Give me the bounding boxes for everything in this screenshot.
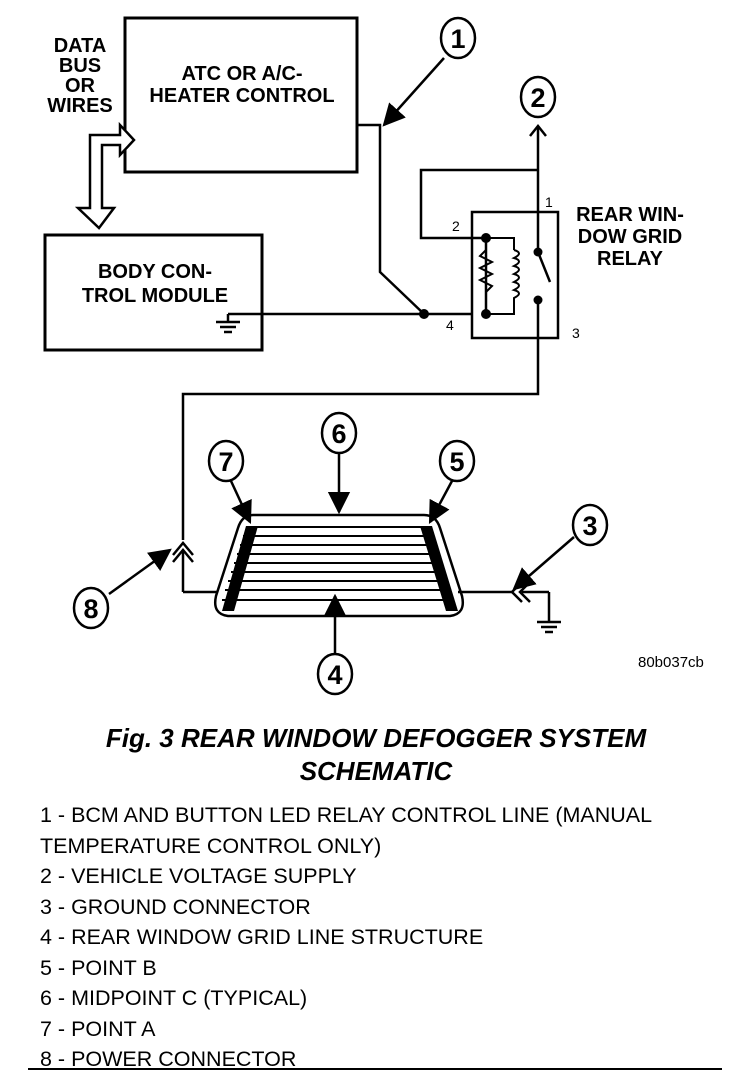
atc-heater-control-box: ATC OR A/C- HEATER CONTROL — [123, 16, 359, 174]
ground-connector-icon — [458, 581, 561, 634]
svg-text:3: 3 — [582, 511, 597, 541]
svg-text:2: 2 — [530, 83, 545, 113]
output-wire — [181, 300, 540, 540]
legend-item: 7 - POINT A — [40, 1016, 156, 1041]
legend-item: 8 - POWER CONNECTOR — [40, 1047, 297, 1071]
svg-text:REAR WIN-: REAR WIN- — [576, 204, 684, 226]
svg-text:3: 3 — [572, 325, 580, 341]
svg-text:5: 5 — [449, 447, 464, 477]
svg-text:1: 1 — [545, 194, 553, 210]
svg-text:BUS: BUS — [59, 55, 101, 77]
svg-text:OR: OR — [65, 75, 96, 97]
svg-text:WIRES: WIRES — [47, 95, 113, 117]
power-connector-icon — [172, 541, 194, 556]
power-connector-chevron — [172, 548, 194, 563]
svg-text:8: 8 — [83, 594, 98, 624]
legend-item: 2 - VEHICLE VOLTAGE SUPPLY — [40, 864, 357, 888]
callout-1: 1 — [382, 16, 477, 127]
point-a-bus-bar — [222, 526, 258, 611]
voltage-supply-line — [529, 123, 547, 170]
legend-item: 3 - GROUND CONNECTOR — [40, 894, 311, 919]
callout-7: 7 — [207, 439, 252, 525]
legend-item: 5 - POINT B — [40, 955, 157, 980]
callout-8: 8 — [72, 548, 172, 630]
callout-6: 6 — [320, 411, 358, 515]
svg-text:6: 6 — [331, 419, 346, 449]
resistor-icon — [477, 249, 495, 293]
defogger-schematic: DATA BUS OR WIRES ATC OR A/C- HEATER CON… — [43, 16, 704, 696]
legend-list: 1 - BCM AND BUTTON LED RELAY CONTROL LIN… — [40, 800, 730, 1075]
svg-text:RELAY: RELAY — [597, 248, 664, 270]
callout-4: 4 — [316, 593, 354, 696]
caption-line-1: Fig. 3 REAR WINDOW DEFOGGER SYSTEM — [105, 723, 647, 753]
data-bus-label: DATA BUS OR WIRES — [47, 35, 113, 117]
data-bus-arrow — [74, 121, 136, 230]
relay-pin-labels: 1 2 3 4 — [446, 194, 580, 341]
legend-item: 4 - REAR WINDOW GRID LINE STRUCTURE — [40, 925, 484, 949]
legend-item: 1 - BCM AND BUTTON LED RELAY CONTROL LIN… — [40, 803, 652, 858]
svg-text:TROL MODULE: TROL MODULE — [82, 285, 228, 307]
body-control-module-box: BODY CON- TROL MODULE — [43, 233, 264, 352]
relay-box — [419, 168, 560, 340]
svg-text:4: 4 — [327, 660, 342, 690]
rear-window-grid — [214, 513, 464, 618]
bcm-ground-icon — [216, 314, 240, 334]
svg-text:ATC OR A/C-: ATC OR A/C- — [181, 63, 302, 85]
callout-3: 3 — [512, 503, 609, 591]
caption-line-2: SCHEMATIC — [299, 756, 453, 786]
figure-caption: Fig. 3 REAR WINDOW DEFOGGER SYSTEM SCHEM… — [0, 722, 752, 788]
svg-text:4: 4 — [446, 317, 454, 333]
control-line-wire — [357, 123, 425, 315]
switch-contact-icon — [536, 251, 552, 283]
relay-label: REAR WIN- DOW GRID RELAY — [576, 204, 684, 270]
svg-text:1: 1 — [450, 24, 465, 54]
figure-code: 80b037cb — [638, 654, 704, 671]
svg-text:2: 2 — [452, 218, 460, 234]
svg-text:HEATER CONTROL: HEATER CONTROL — [149, 85, 334, 107]
junction-node — [419, 309, 429, 319]
svg-text:7: 7 — [218, 447, 233, 477]
svg-text:DATA: DATA — [54, 35, 107, 57]
point-b-bus-bar — [420, 526, 458, 611]
coil-icon — [511, 249, 520, 300]
legend-item: 6 - MIDPOINT C (TYPICAL) — [40, 986, 308, 1010]
svg-text:DOW GRID: DOW GRID — [578, 226, 682, 248]
callout-5: 5 — [428, 439, 476, 524]
svg-text:BODY CON-: BODY CON- — [98, 261, 212, 283]
bottom-rule — [28, 1068, 722, 1070]
callout-2: 2 — [519, 75, 557, 119]
